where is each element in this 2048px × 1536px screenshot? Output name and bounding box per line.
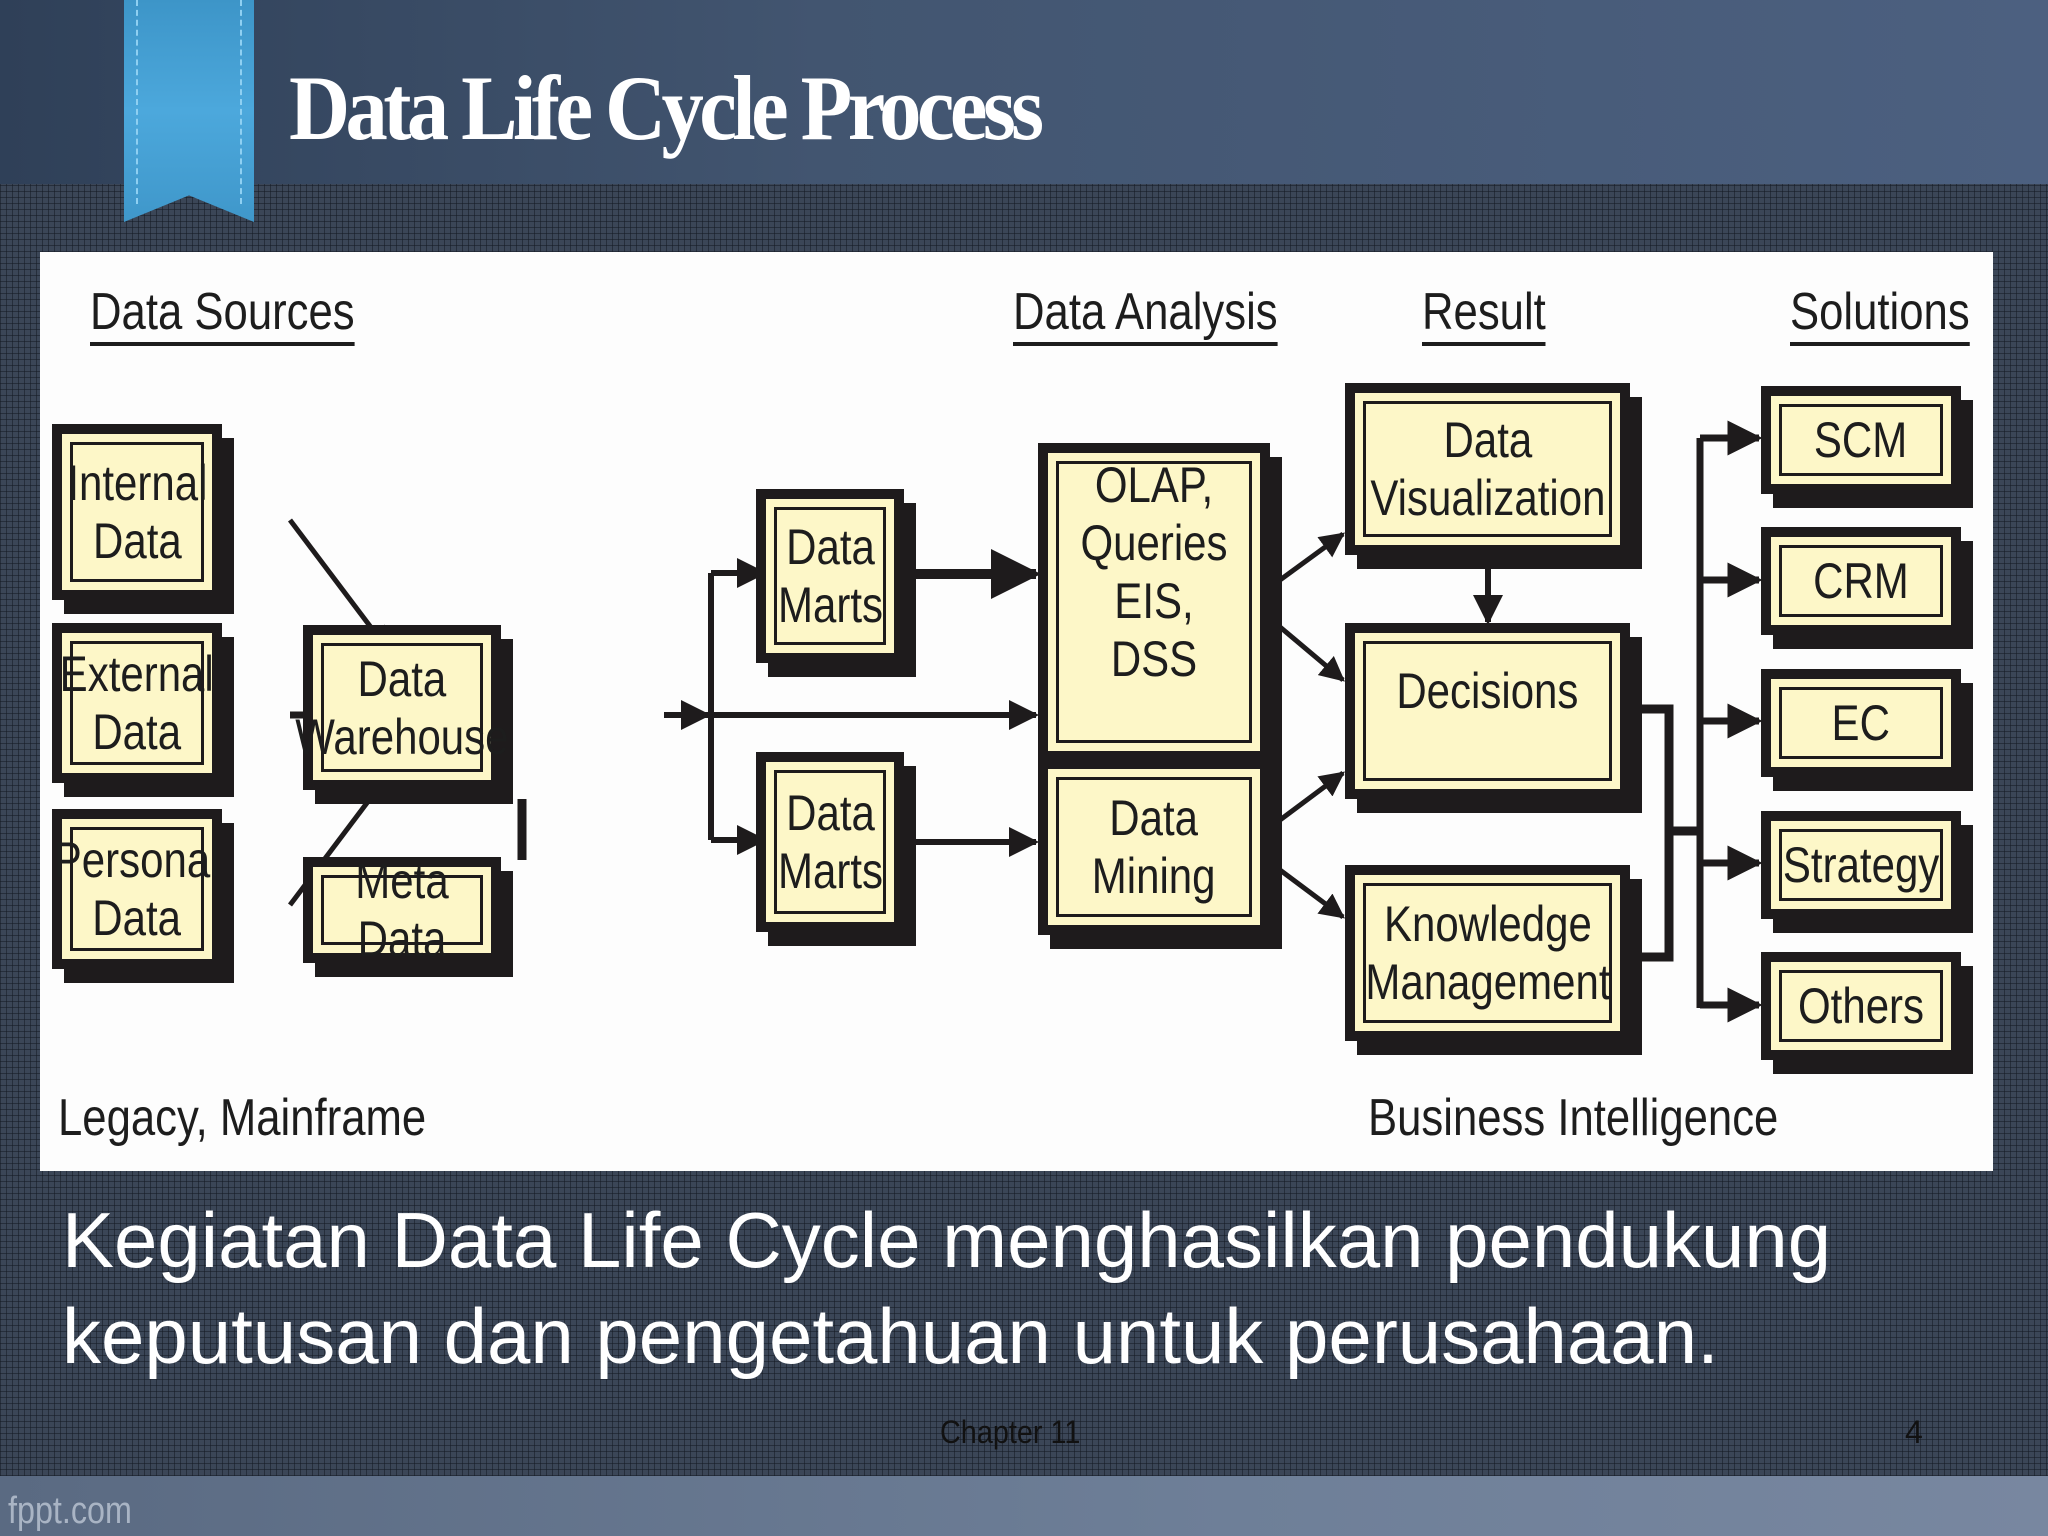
node-meta-data: Meta Data — [303, 853, 501, 967]
node-data-visualization: Data Visualization — [1345, 383, 1630, 555]
node-label: SCM — [1814, 412, 1908, 468]
node-internal-data: Internal Data — [52, 424, 234, 618]
node-strategy: Strategy — [1761, 811, 1961, 919]
node-data-mining: Data Mining — [1038, 759, 1270, 935]
node-label: OLAP, Queries EIS, DSS — [1080, 457, 1228, 687]
footer-band — [0, 1476, 2048, 1536]
node-data-warehouse: Data Warehouse — [295, 625, 509, 790]
brand-watermark: fppt.com — [8, 1490, 132, 1532]
node-decisions: Decisions — [1345, 623, 1630, 799]
node-label: Data Mining — [1092, 790, 1216, 904]
label-legacy-mainframe: Legacy, Mainframe — [58, 1089, 427, 1147]
header-solutions: Solutions — [1790, 284, 1970, 346]
header-data-analysis: Data Analysis — [1013, 284, 1278, 346]
node-knowledge-management: Knowledge Management — [1345, 865, 1630, 1041]
node-label: Data Marts — [777, 785, 883, 899]
node-label: Strategy — [1782, 837, 1940, 893]
node-ec: EC — [1761, 669, 1961, 777]
node-label: Decisions — [1396, 663, 1579, 719]
node-label: Data Marts — [777, 519, 883, 633]
node-data-marts-bottom: Data Marts — [756, 752, 904, 932]
node-label: Data Warehouse — [295, 650, 509, 765]
footer-chapter: Chapter 11 — [940, 1414, 1081, 1450]
node-personal-data: Personal Data — [52, 809, 222, 969]
node-label: Personal Data — [54, 832, 220, 946]
node-label: Data Visualization — [1369, 412, 1606, 526]
node-label: Knowledge Management — [1364, 896, 1611, 1010]
node-olap-queries: OLAP, Queries EIS, DSS — [1038, 443, 1270, 761]
node-data-marts-top: Data Marts — [756, 489, 904, 663]
slide-body-text: Kegiatan Data Life Cycle menghasilkan pe… — [62, 1196, 1832, 1380]
header-result: Result — [1422, 284, 1546, 346]
node-crm: CRM — [1761, 527, 1961, 635]
header-data-sources: Data Sources — [90, 284, 355, 346]
label-business-intelligence: Business Intelligence — [1368, 1089, 1779, 1147]
node-label: EC — [1831, 695, 1891, 751]
node-label: Others — [1797, 978, 1925, 1034]
node-others: Others — [1761, 952, 1961, 1060]
slide-header — [0, 0, 2048, 184]
node-label: Internal Data — [66, 455, 208, 569]
node-label: Meta Data — [355, 853, 449, 967]
node-label: CRM — [1813, 553, 1909, 609]
node-label: External Data — [59, 646, 215, 760]
node-external-data: External Data — [52, 623, 222, 783]
slide-title: Data Life Cycle Process — [289, 57, 1044, 159]
page-number: 4 — [1905, 1414, 1923, 1450]
node-scm: SCM — [1761, 386, 1961, 494]
bookmark-ribbon-icon — [124, 0, 254, 222]
